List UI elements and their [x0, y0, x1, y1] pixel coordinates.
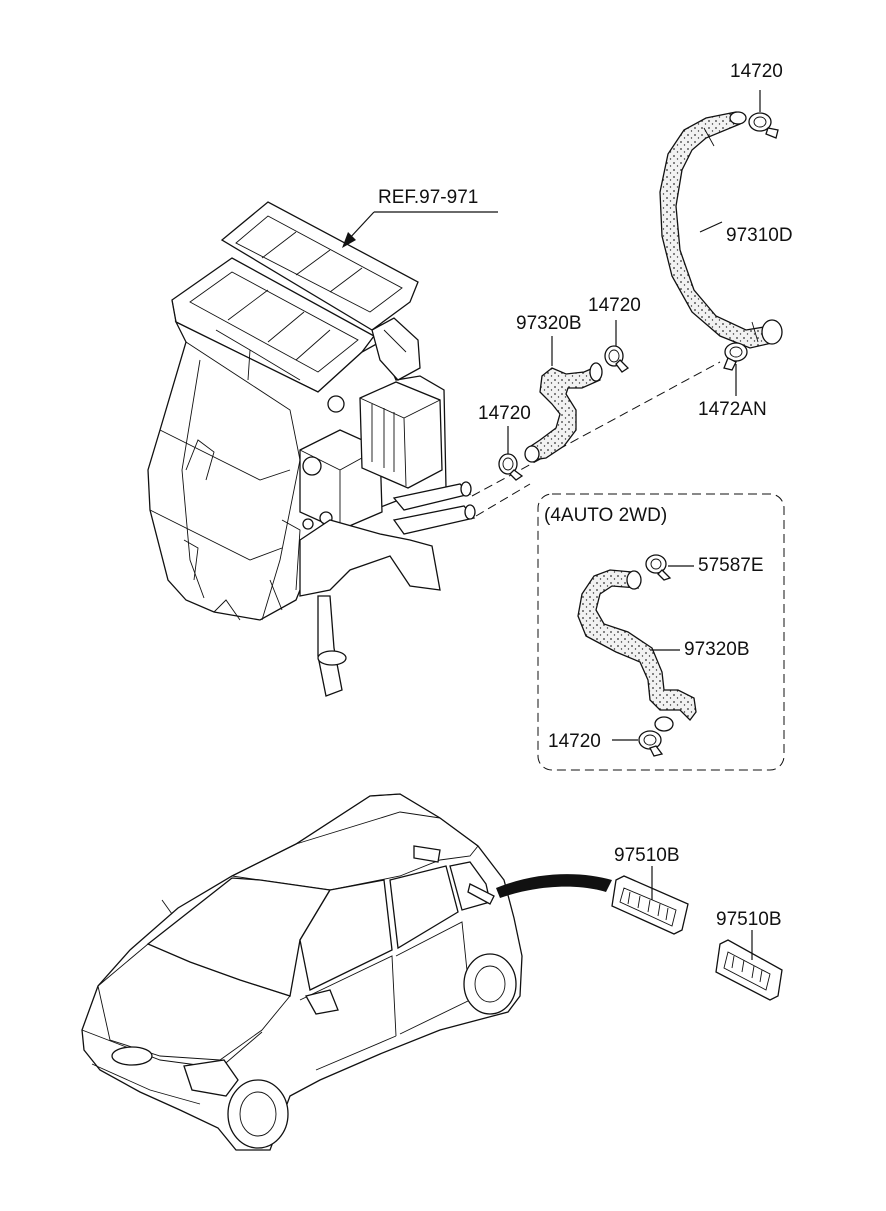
- label-hose-top-lower-clamp: 1472AN: [698, 399, 767, 420]
- clamp-mid-top-drawing: [604, 345, 630, 373]
- variant-clamp-bottom-drawing: [638, 730, 664, 757]
- ref-arrow: [342, 232, 356, 248]
- label-variant-hose: 97320B: [684, 639, 750, 660]
- label-hose-top-clamp: 14720: [730, 61, 783, 82]
- label-variant-clamp-bottom: 14720: [548, 731, 601, 752]
- label-variant-clamp-top: 57587E: [698, 555, 764, 576]
- label-ref: REF.97-971: [378, 187, 479, 208]
- label-grille-1: 97510B: [614, 845, 680, 866]
- label-hose-mid-bottom-clamp: 14720: [478, 403, 531, 424]
- variant-clamp-top-drawing: [645, 554, 672, 581]
- label-hose-mid-top-clamp: 14720: [588, 295, 641, 316]
- grille-2-drawing: [715, 939, 783, 1001]
- hose-97320b-drawing: [524, 362, 603, 463]
- hose-97310d-drawing: [659, 111, 783, 349]
- car-drawing: [81, 793, 523, 1151]
- variant-box: [537, 493, 785, 771]
- heater-unit-drawing: [147, 201, 476, 697]
- car-arrow: [496, 874, 612, 898]
- grille-1-drawing: [611, 875, 689, 935]
- leader-hose-97310d: [699, 221, 723, 233]
- clamp-top-drawing: [748, 112, 779, 139]
- clamp-mid-bottom-drawing: [498, 453, 524, 481]
- ref-leader: [347, 211, 375, 241]
- dash-line-lower: [475, 483, 531, 517]
- variant-hose-drawing: [577, 569, 697, 732]
- label-variant-title: (4AUTO 2WD): [544, 505, 668, 526]
- label-grille-2: 97510B: [716, 909, 782, 930]
- clamp-1472an-drawing: [723, 342, 748, 371]
- label-hose-top: 97310D: [726, 225, 793, 246]
- label-hose-mid: 97320B: [516, 313, 582, 334]
